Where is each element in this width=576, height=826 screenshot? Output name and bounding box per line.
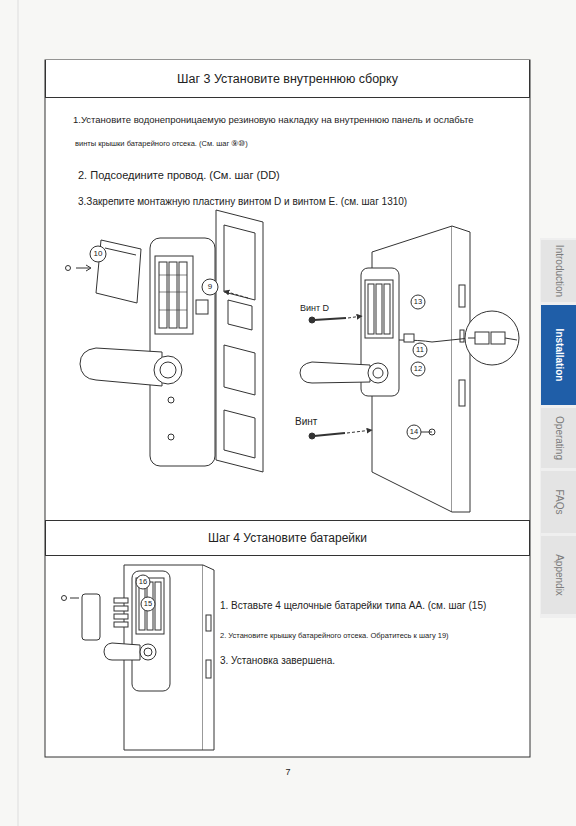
section-tab: Operating: [541, 408, 576, 468]
page-edge: [18, 0, 19, 826]
section-tab: Appendix: [541, 536, 576, 614]
instruction-text: 1. Вставьте 4 щелочные батарейки типа АА…: [220, 600, 486, 612]
screw-label: Винт D: [300, 303, 329, 313]
tab-label: Operating: [553, 416, 564, 460]
callout-number: 13: [414, 298, 422, 307]
callout-number: 12: [414, 365, 422, 374]
instruction-text: 1.Установите водонепроницаемую резиновую…: [73, 115, 473, 126]
callout-number: 16: [139, 578, 147, 587]
step-header: Шаг 3 Установите внутреннюю сборку: [45, 60, 530, 98]
screw-label: Винт: [295, 416, 317, 428]
step-title: Шаг 4 Установите батарейки: [208, 531, 367, 545]
tab-label: Installation: [553, 329, 564, 382]
instruction-text: винты крышки батарейного отсека. (См. ша…: [75, 140, 248, 149]
section-tab: FAQs: [541, 471, 576, 533]
callout-number: 14: [410, 428, 418, 437]
door-right: [300, 226, 519, 512]
page-frame: [45, 60, 530, 757]
callout-number: 15: [144, 600, 152, 609]
instruction-text: 2. Подсоедините провод. (См. шаг (DD): [78, 169, 280, 182]
tab-label: Appendix: [553, 554, 564, 596]
instruction-text: 2. Установите крышку батарейного отсека.…: [220, 632, 449, 641]
tab-label: Introduction: [553, 245, 564, 297]
step-header: Шаг 4 Установите батарейки: [45, 520, 530, 556]
step-title: Шаг 3 Установите внутреннюю сборку: [177, 72, 398, 86]
instruction-text: 3. Установка завершена.: [220, 655, 335, 667]
lock-inner-left: [66, 210, 264, 472]
section-tab: Introduction: [541, 240, 576, 302]
section-tab-active: Installation: [541, 305, 576, 405]
tab-label: FAQs: [553, 489, 564, 514]
instruction-text: 3.Закрепите монтажную пластину винтом D …: [78, 196, 407, 208]
callout-number: 10: [94, 249, 103, 258]
callout-number: 9: [208, 282, 212, 291]
tab-strip: [540, 238, 576, 618]
door-step4: [62, 565, 215, 750]
page-number: 7: [285, 767, 290, 777]
callout-number: 11: [416, 346, 424, 355]
